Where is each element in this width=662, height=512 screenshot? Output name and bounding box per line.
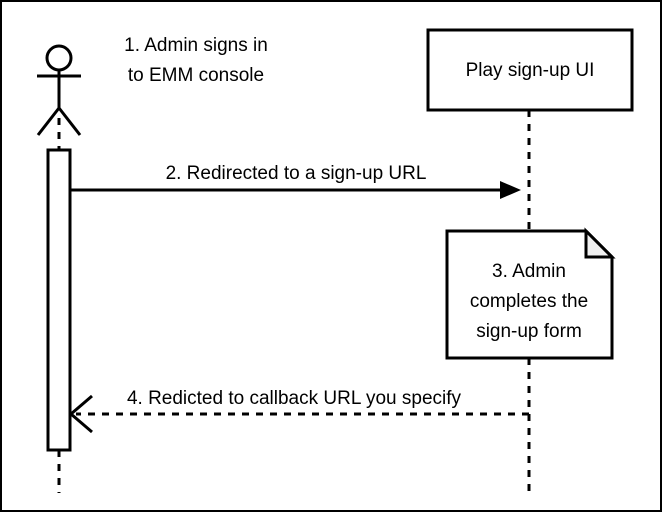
step-1-line-1: 1. Admin signs in	[124, 35, 268, 56]
actor-admin[interactable]	[36, 44, 82, 136]
actor-head-icon	[45, 44, 73, 72]
participant-box-play-ui[interactable]	[426, 28, 634, 112]
step-3-note[interactable]: 3. Admin completes the sign-up form	[445, 227, 616, 360]
step-3-line-2: completes the	[470, 291, 588, 312]
note-body-shape	[445, 229, 614, 360]
step-4-label: 4. Redicted to callback URL you specify	[127, 388, 462, 409]
step-1-line-2: to EMM console	[128, 65, 264, 86]
participant-label-play-ui: Play sign-up UI	[466, 60, 595, 81]
activation-bar-admin	[46, 148, 72, 452]
step-3-line-1: 3. Admin	[492, 261, 566, 282]
actor-leg-left-icon	[36, 107, 61, 136]
step-2-label: 2. Redirected to a sign-up URL	[166, 163, 427, 184]
step-2-arrowhead-filled-icon	[500, 181, 521, 199]
step-3-line-3: sign-up form	[476, 321, 582, 342]
step-1-annotation: 1. Admin signs in to EMM console	[124, 35, 268, 86]
step-4-message[interactable]: 4. Redicted to callback URL you specify	[68, 388, 529, 434]
note-fold-corner-icon	[584, 227, 616, 259]
actor-leg-right-icon	[57, 107, 82, 136]
step-4-arrowhead-open-icon	[68, 394, 93, 434]
step-2-message[interactable]: 2. Redirected to a sign-up URL	[70, 163, 521, 199]
